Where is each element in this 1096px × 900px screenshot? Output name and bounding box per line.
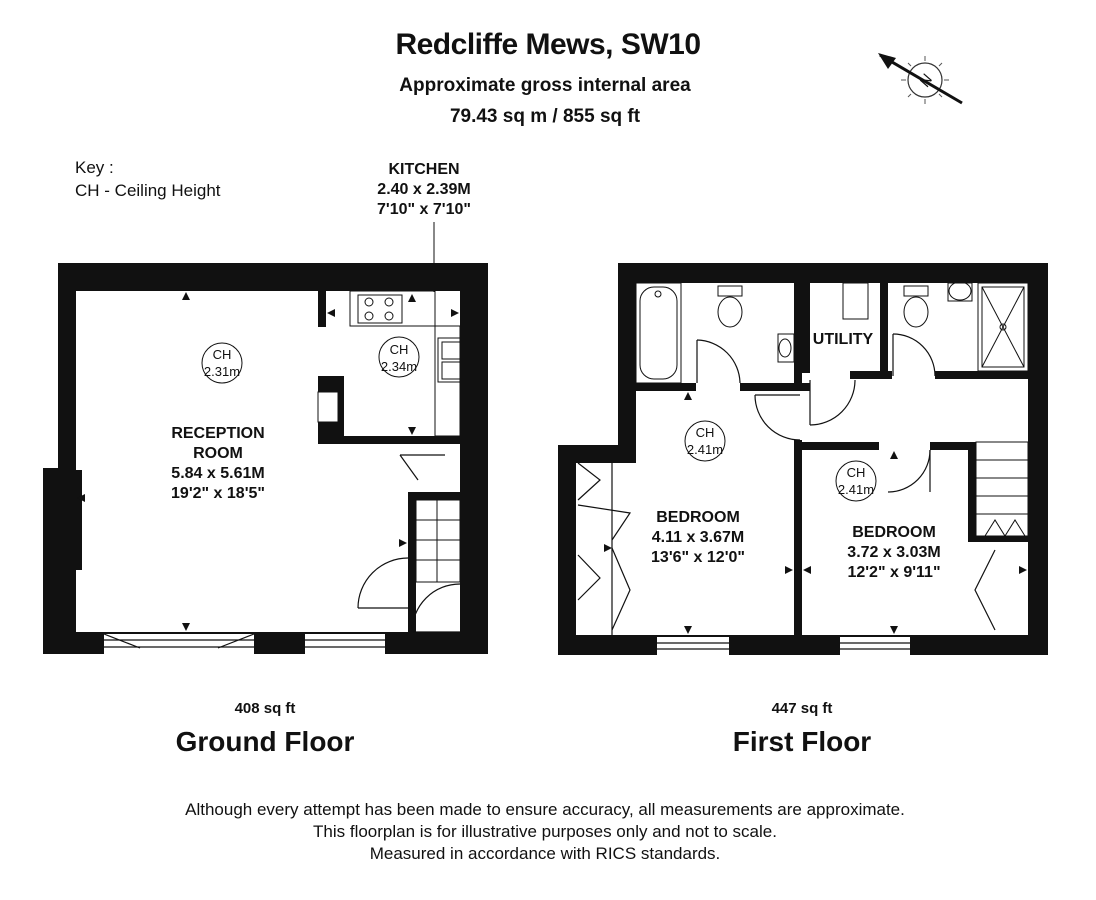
compass-north-icon: N bbox=[878, 53, 963, 105]
ch-label: CH bbox=[390, 342, 409, 357]
ch-value: 2.41m bbox=[838, 482, 874, 497]
first-floor-plan: CH 2.41m CH 2.41m bbox=[558, 263, 1048, 655]
reception-name-2: ROOM bbox=[193, 445, 243, 462]
bedroom2-metric: 3.72 x 3.03M bbox=[847, 544, 941, 561]
bedroom1-metric: 4.11 x 3.67M bbox=[651, 529, 745, 546]
ch-value: 2.34m bbox=[381, 359, 417, 374]
total-area: 79.43 sq m / 855 sq ft bbox=[449, 106, 641, 127]
utility-label: UTILITY bbox=[812, 331, 874, 348]
kitchen-label: KITCHEN 2.40 x 2.39M 7'10" x 7'10" bbox=[344, 160, 504, 220]
ground-floor-plan: CH 2.31m CH 2.34m bbox=[43, 222, 488, 654]
reception-metric: 5.84 x 5.61M bbox=[171, 465, 265, 482]
key-heading: Key : bbox=[75, 158, 114, 177]
kitchen-name: KITCHEN bbox=[388, 161, 460, 178]
disclaimer-line-3: Measured in accordance with RICS standar… bbox=[369, 844, 721, 863]
bedroom2-name: BEDROOM bbox=[852, 524, 936, 541]
ground-floor-area: 408 sq ft bbox=[234, 700, 296, 717]
first-floor-name: First Floor bbox=[732, 726, 872, 757]
ch-label: CH bbox=[213, 347, 232, 362]
ch-label: CH bbox=[847, 465, 866, 480]
bedroom1-name: BEDROOM bbox=[656, 509, 740, 526]
ch-label: CH bbox=[696, 425, 715, 440]
kitchen-imperial: 7'10" x 7'10" bbox=[377, 201, 471, 218]
key-ceiling-height: CH - Ceiling Height bbox=[75, 181, 221, 200]
bedroom2-imperial: 12'2" x 9'11" bbox=[847, 564, 941, 581]
bedroom2-label: BEDROOM 3.72 x 3.03M 12'2" x 9'11" bbox=[814, 523, 974, 583]
disclaimer-line-1: Although every attempt has been made to … bbox=[185, 800, 905, 819]
reception-name-1: RECEPTION bbox=[171, 425, 265, 442]
reception-imperial: 19'2" x 18'5" bbox=[171, 485, 265, 502]
bedroom1-imperial: 13'6" x 12'0" bbox=[651, 549, 745, 566]
first-floor-area: 447 sq ft bbox=[771, 700, 833, 717]
page-title: Redcliffe Mews, SW10 bbox=[395, 28, 701, 61]
bedroom1-label: BEDROOM 4.11 x 3.67M 13'6" x 12'0" bbox=[618, 508, 778, 568]
ch-value: 2.31m bbox=[204, 364, 240, 379]
reception-label: RECEPTION ROOM 5.84 x 5.61M 19'2" x 18'5… bbox=[138, 424, 298, 504]
disclaimer-line-2: This floorplan is for illustrative purpo… bbox=[313, 822, 777, 841]
kitchen-metric: 2.40 x 2.39M bbox=[377, 181, 471, 198]
page-subtitle: Approximate gross internal area bbox=[399, 75, 691, 96]
ground-floor-name: Ground Floor bbox=[175, 726, 355, 757]
ch-value: 2.41m bbox=[687, 442, 723, 457]
